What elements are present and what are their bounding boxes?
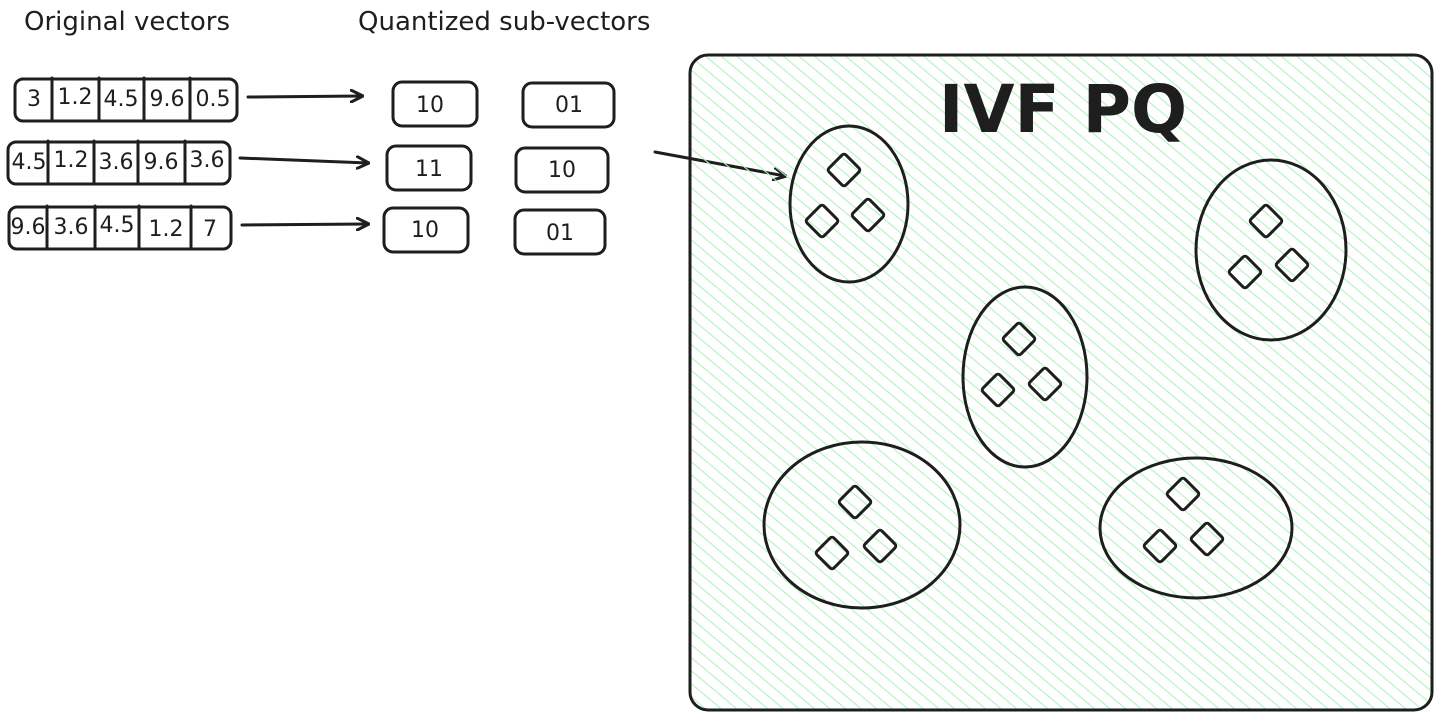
code-box [521,81,616,129]
vector-point [1227,254,1263,290]
vector-point [1189,521,1225,557]
vector-point [1165,476,1201,512]
cluster-boundary [1194,158,1348,342]
code-box [513,208,607,256]
vector-point [850,197,886,233]
code-box [391,80,479,128]
vector-row-1: 3 1.2 4.5 9.6 0.5 10 01 [13,76,616,129]
arrow [246,96,362,97]
quantized-subvectors-heading: Quantized sub-vectors [358,7,650,37]
vector-value: 1.2 [54,148,89,173]
cluster [1098,456,1294,600]
vector-value: 3.6 [99,150,134,175]
vector-box [6,140,232,186]
original-vectors-heading: Original vectors [24,7,230,37]
cluster [762,440,962,610]
vector-point [1027,366,1063,402]
vector-row-3: 9.6 3.6 4.5 1.2 7 10 01 [7,204,607,256]
cluster [788,124,910,284]
vector-point [1001,321,1037,357]
vector-box [13,77,239,123]
vector-row-2: 4.5 1.2 3.6 9.6 3.6 11 10 [6,139,610,194]
cluster-boundary [961,285,1089,469]
vector-box [7,205,233,251]
ivf-pq-index: IVF PQ [688,53,1434,712]
code-value: 10 [548,158,576,183]
vector-point [1142,528,1178,564]
vector-value: 7 [203,217,217,242]
vector-value: 1.2 [58,85,93,110]
code-box [382,206,470,254]
code-box [385,144,473,192]
arrow [240,224,368,225]
cluster [1194,158,1348,342]
vector-point [826,152,862,188]
cluster-boundary [1098,456,1294,600]
vector-point [804,203,840,239]
vector-value: 0.5 [196,87,231,112]
vector-value: 9.6 [150,87,185,112]
vector-value: 4.5 [104,87,139,112]
code-value: 10 [416,93,444,118]
cluster-boundary [762,440,962,610]
vector-value: 3.6 [190,148,225,173]
code-value: 11 [415,157,443,182]
arrow [238,158,368,163]
vector-point [1248,203,1284,239]
code-value: 10 [411,218,439,243]
code-box [514,146,610,194]
vector-value: 9.6 [11,215,46,240]
cluster-boundary [788,124,910,284]
vector-point [814,535,850,571]
vector-value: 4.5 [12,150,47,175]
vector-value: 9.6 [144,150,179,175]
vector-value: 1.2 [149,217,184,242]
cluster [961,285,1089,469]
vector-point [837,484,873,520]
vector-point [1274,247,1310,283]
index-title: IVF PQ [939,71,1187,148]
vector-point [980,372,1016,408]
vector-value: 3 [27,87,41,112]
vector-point [862,528,898,564]
vector-value: 3.6 [54,215,89,240]
vector-value: 4.5 [100,213,135,238]
code-value: 01 [546,221,574,246]
code-value: 01 [555,93,583,118]
